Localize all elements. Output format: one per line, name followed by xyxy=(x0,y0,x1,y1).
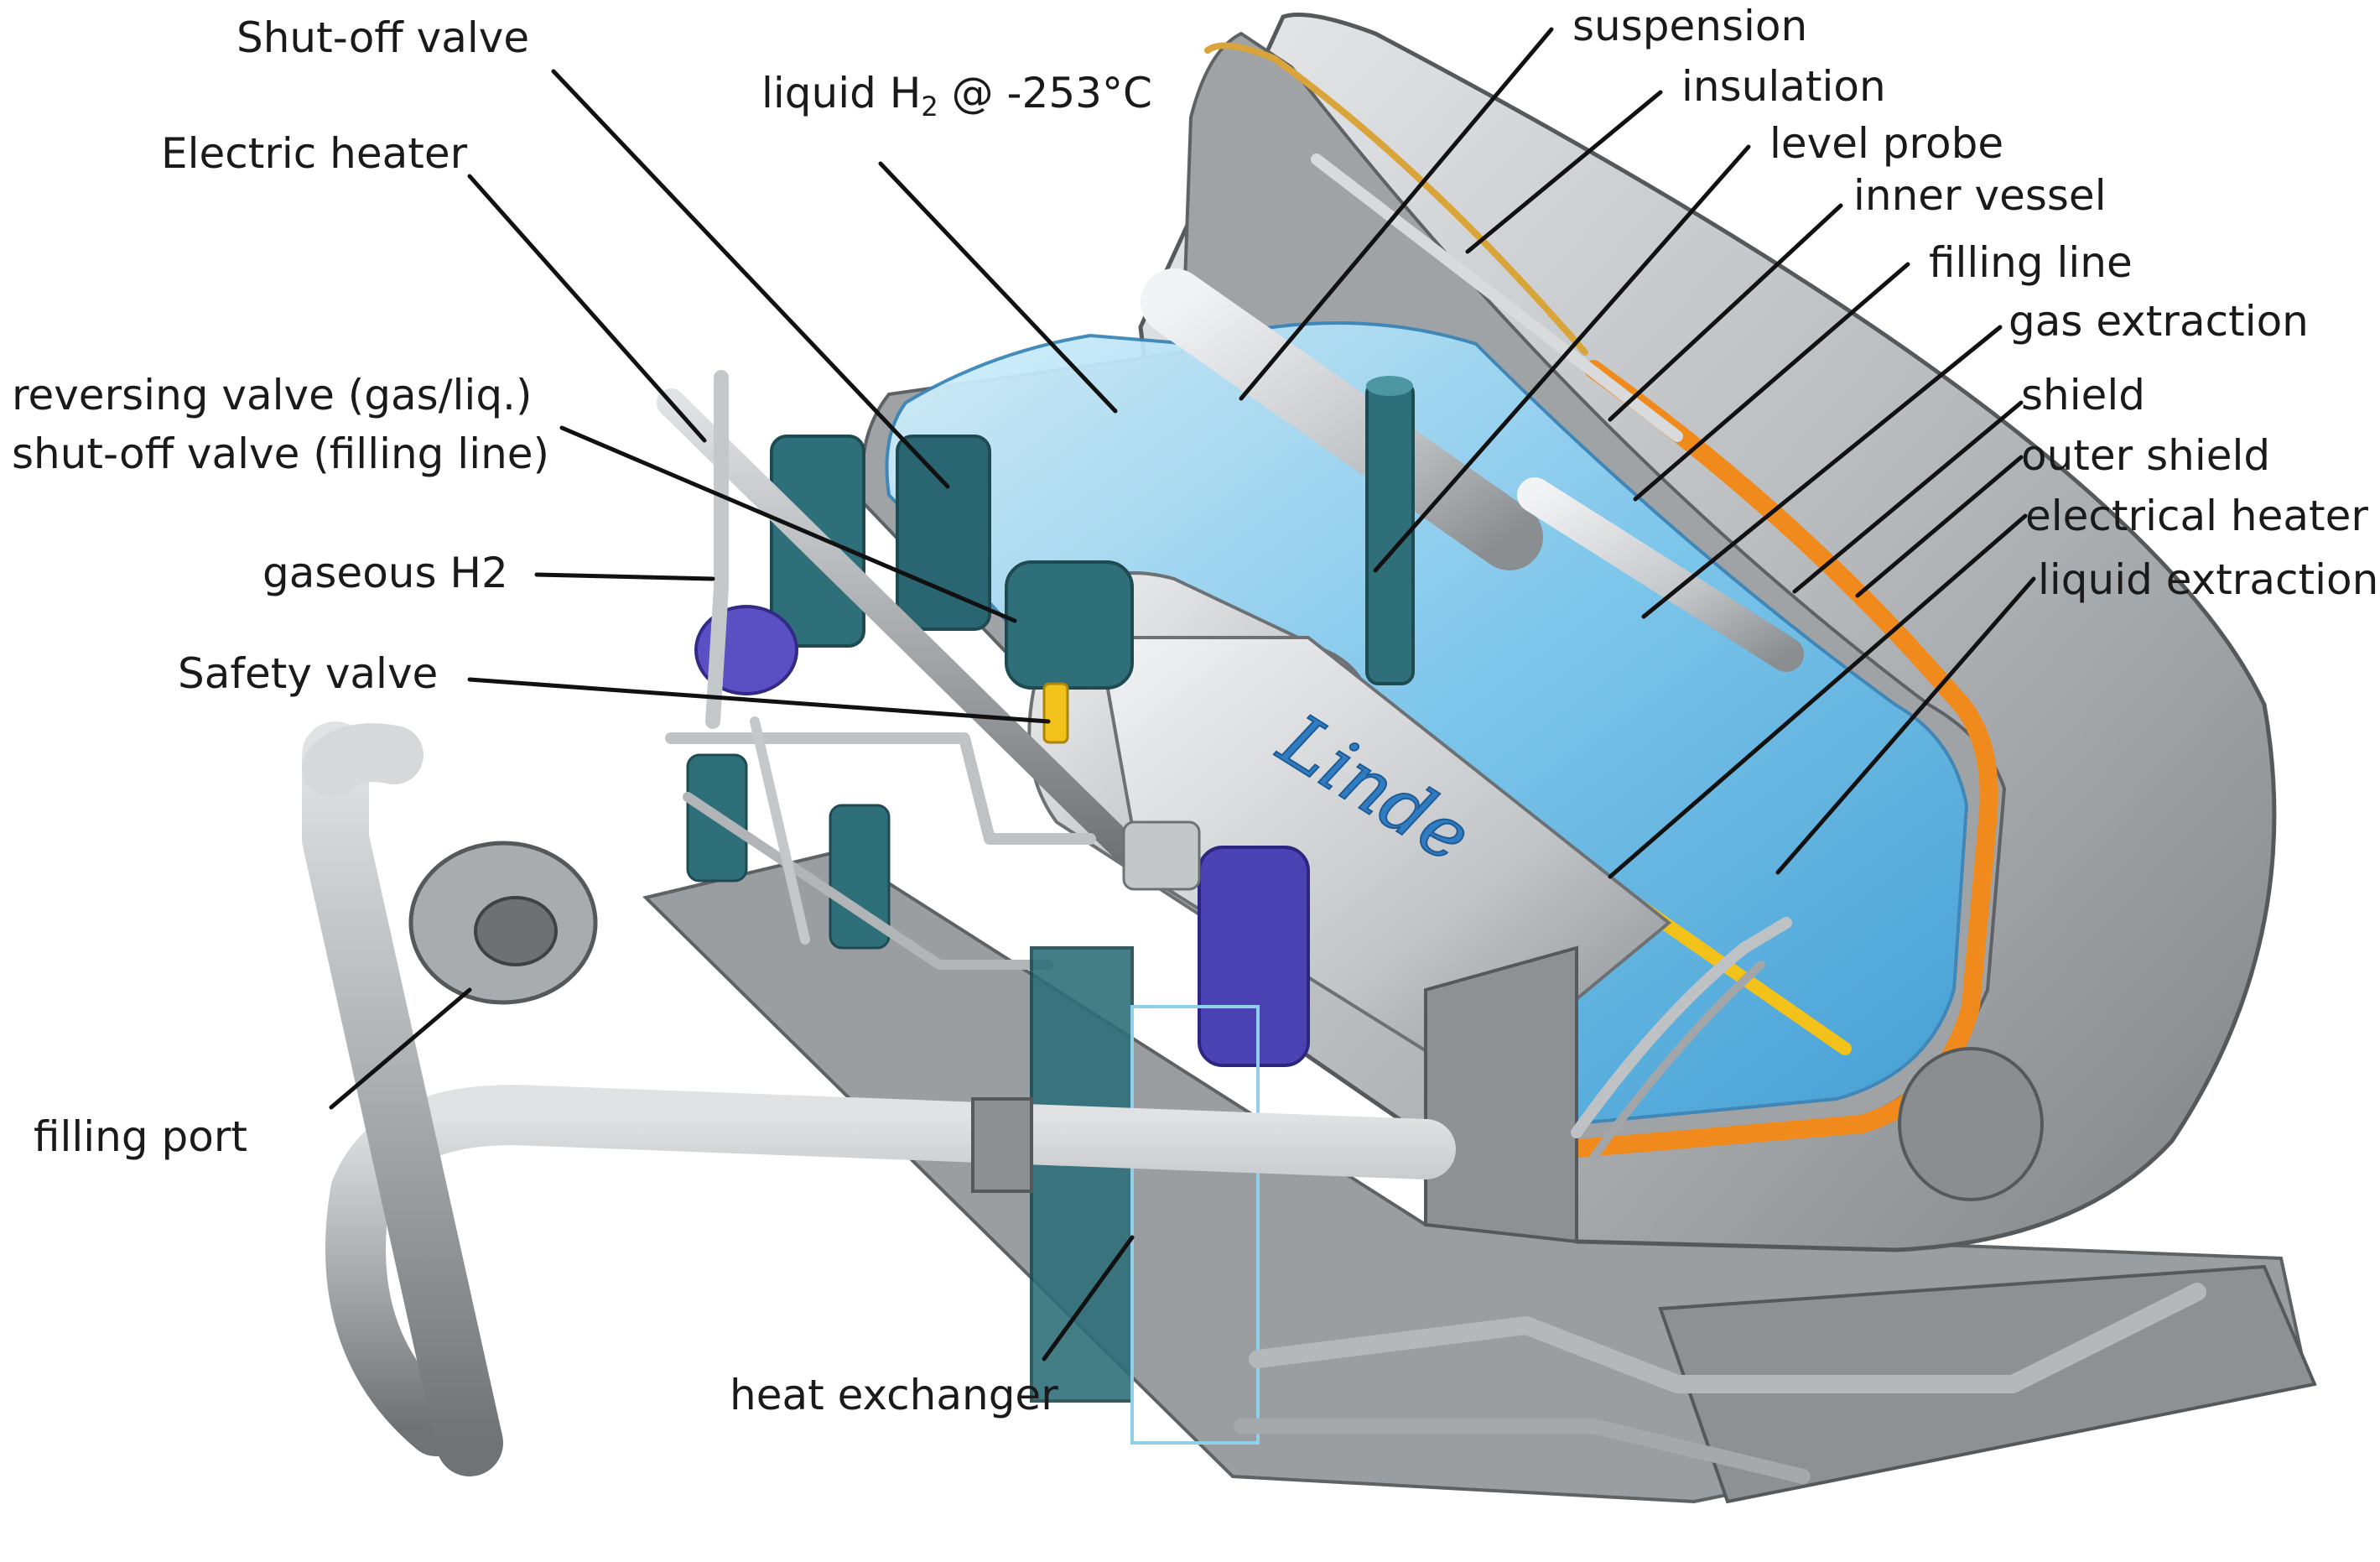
leader-filling-line xyxy=(1633,262,1910,502)
leader-reversing-valve xyxy=(559,425,1017,623)
label-heat-exchanger: heat exchanger xyxy=(730,1371,1058,1419)
heat-exchanger-frame xyxy=(1130,1005,1260,1445)
label-liquid-h2-suffix: @ -253°C xyxy=(938,69,1152,117)
gas-extraction-tube xyxy=(1517,477,1804,672)
gaseous-h2-pipe xyxy=(705,370,729,729)
lower-piping xyxy=(1249,1283,2206,1393)
insulation-top xyxy=(1204,42,1588,356)
leader-shield xyxy=(1792,400,2024,594)
shutoff-valve-body-2 xyxy=(896,435,991,631)
label-filling-port: filling port xyxy=(34,1112,247,1161)
leader-liquid-h2 xyxy=(878,161,1118,414)
label-liquid-extraction: liquid extraction xyxy=(2038,555,2378,604)
label-safety-valve: Safety valve xyxy=(178,649,438,698)
filling-port-pipe-top xyxy=(302,723,424,797)
leader-lines xyxy=(329,27,2036,1362)
leader-gas-extraction xyxy=(1641,325,2003,619)
leader-electric-heater xyxy=(467,174,707,443)
leader-liquid-extraction xyxy=(1775,576,2036,875)
filling-return-pipe xyxy=(325,1085,1456,1456)
label-shutoff-valve: Shut-off valve xyxy=(236,13,529,62)
leader-gaseous-h2 xyxy=(534,572,715,581)
label-electric-heater: Electric heater xyxy=(161,129,468,178)
label-shutoff-filling: shut-off valve (filling line) xyxy=(12,430,549,478)
filling-port-flange xyxy=(408,841,598,1005)
tank-illustration: Linde xyxy=(302,13,2317,1504)
label-liquid-h2: liquid H2 @ -253°C xyxy=(761,69,1152,122)
leader-insulation xyxy=(1465,90,1663,254)
pipe-bundle xyxy=(1571,917,1792,1138)
leader-electrical-heater xyxy=(1608,513,2028,879)
leader-inner-vessel xyxy=(1608,203,1843,422)
leader-heat-exchanger xyxy=(1042,1235,1135,1362)
lower-piping-2 xyxy=(1234,1419,1811,1484)
leader-safety-valve xyxy=(467,677,1051,724)
label-liquid-h2-prefix: liquid H xyxy=(761,69,921,117)
label-reversing-valve: reversing valve (gas/liq.) xyxy=(12,371,532,419)
label-gas-extraction: gas extraction xyxy=(2008,297,2309,346)
label-inner-vessel: inner vessel xyxy=(1853,171,2107,220)
end-port xyxy=(1898,1047,2044,1201)
labels: Shut-off valve Electric heater liquid H2… xyxy=(12,2,2378,1419)
label-filling-line: filling line xyxy=(1929,238,2133,287)
front-bulkhead xyxy=(1424,945,1578,1244)
leader-suspension xyxy=(1239,27,1554,401)
leader-shutoff-valve xyxy=(551,69,950,489)
electric-heater-pipe xyxy=(657,388,1146,870)
label-liquid-h2-sub: 2 xyxy=(921,91,938,122)
label-gaseous-h2: gaseous H2 xyxy=(262,549,508,597)
leader-outer-shield xyxy=(1855,455,2024,598)
label-insulation: insulation xyxy=(1681,62,1886,111)
label-shield: shield xyxy=(2021,371,2145,419)
leader-filling-port xyxy=(329,987,472,1110)
heat-exchanger-body xyxy=(1030,946,1134,1403)
leader-level-probe xyxy=(1373,144,1751,573)
label-electrical-heater: electrical heater xyxy=(2025,492,2368,540)
pipe-clamp xyxy=(971,1097,1033,1193)
level-probe-cap xyxy=(1366,376,1413,396)
suspension-tube-rod xyxy=(1311,154,1683,442)
label-level-probe: level probe xyxy=(1769,119,2003,168)
safety-valve-body xyxy=(1042,682,1069,744)
label-outer-shield: outer shield xyxy=(2021,431,2270,480)
purple-actuator-2 xyxy=(1198,846,1310,1067)
pipe-bundle-2 xyxy=(1589,961,1765,1162)
label-suspension: suspension xyxy=(1572,2,1807,50)
reversing-valve-body xyxy=(1005,560,1134,690)
valve-cluster xyxy=(665,716,1201,970)
suspension-tube xyxy=(1141,268,1543,570)
